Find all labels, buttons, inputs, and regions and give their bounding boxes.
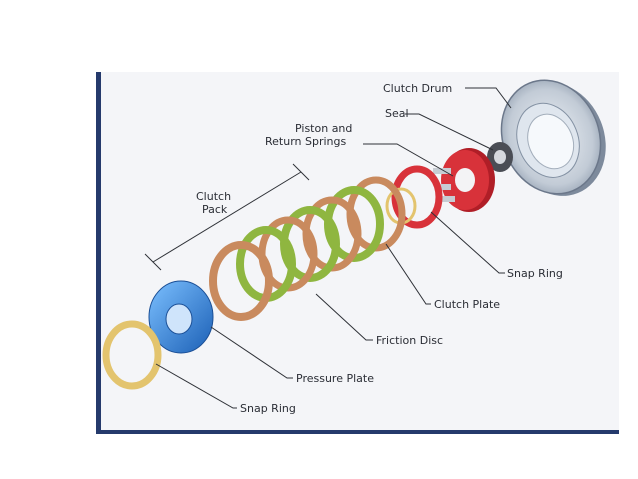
clutch-plate-4 [209,241,273,321]
label-clutch-plate: Clutch Plate [434,298,500,311]
label-friction-disc: Friction Disc [376,334,443,347]
label-piston-line1: Piston and [295,122,352,135]
label-snap-ring-left: Snap Ring [240,402,296,415]
pressure-plate [148,280,214,354]
clutch-drum [500,79,606,196]
label-clutch-drum: Clutch Drum [383,82,452,95]
clutch-exploded-diagram: Clutch Drum Seal Piston and Return Sprin… [102,79,606,415]
diagram-frame: Clutch Drum Seal Piston and Return Sprin… [96,72,619,434]
label-seal: Seal [385,107,409,120]
label-piston-line2: Return Springs [265,135,346,148]
label-pressure-plate: Pressure Plate [296,372,374,385]
piston-and-return-springs [433,148,495,212]
label-snap-ring-right: Snap Ring [507,267,563,280]
leader-lines [155,87,512,409]
clutch-pack [209,176,406,321]
label-clutch-pack-line2: Pack [202,203,228,216]
clutch-pack-bracket [144,163,310,271]
label-clutch-pack-line1: Clutch [196,190,231,203]
snap-ring-left [102,320,162,390]
seal [487,142,513,172]
